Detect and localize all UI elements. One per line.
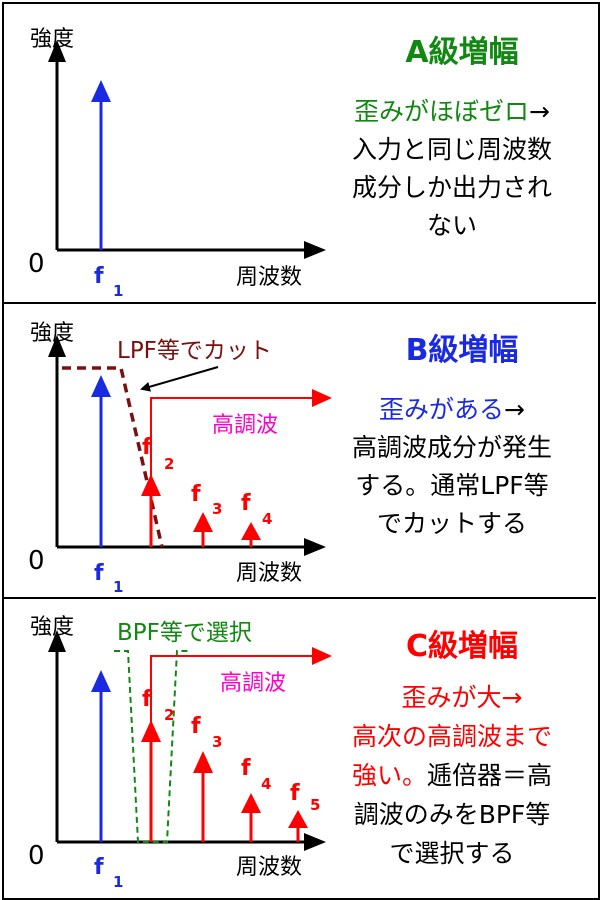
bpf-label: BPF等で選択 (117, 620, 252, 646)
fundamental-arrow-icon (91, 80, 111, 102)
f1-label: f (94, 855, 104, 880)
panel-a: 強度 0 周波数 f 1 A級増幅 歪みがほぼゼロ→ 入力と同じ周波数 成分しか… (28, 27, 552, 300)
f4-subscript: 4 (261, 775, 271, 793)
panel-a-desc-line-1: 歪みがほぼゼロ→ (354, 97, 550, 126)
lpf-pointer-arrow (140, 366, 219, 392)
f3-label: f (191, 482, 201, 507)
y-axis-arrow-icon (48, 335, 66, 357)
f1-label: f (94, 561, 104, 586)
f3-label: f (191, 714, 201, 739)
bpf-response-curve (114, 650, 191, 843)
x-axis-arrow-icon (304, 538, 326, 556)
y-axis-label: 強度 (30, 615, 74, 640)
f2-subscript: 2 (164, 706, 174, 724)
panel-c-desc-line-4: 調波のみをBPF等 (354, 800, 551, 829)
f1-label: f (94, 264, 104, 289)
f3-subscript: 3 (212, 733, 222, 751)
panel-c-desc-line-3: 強い。逓倍器＝高 (352, 761, 552, 790)
panel-divider-2 (2, 597, 596, 599)
harmonic-bracket-arrow-icon (312, 389, 332, 407)
panel-c-desc-line-1: 歪みが大→ (402, 683, 523, 712)
f3-subscript: 3 (212, 500, 222, 518)
panel-b-title: B級増幅 (406, 333, 519, 368)
f4-arrow-icon (241, 793, 261, 813)
panel-c-title: C級増幅 (406, 629, 518, 664)
harmonic-label: 高調波 (212, 413, 278, 438)
f5-label: f (290, 781, 300, 806)
f5-arrow-icon (288, 810, 308, 828)
f2-arrow-icon (141, 720, 161, 742)
origin-zero: 0 (28, 546, 45, 576)
x-axis-arrow-icon (304, 833, 326, 851)
x-axis-label: 周波数 (236, 855, 302, 880)
panel-b: 強度 0 周波数 LPF等でカット 高調波 f 1 f 2 f 3 f 4 B級… (28, 321, 552, 596)
y-axis-label: 強度 (30, 321, 74, 346)
f4-label: f (241, 756, 251, 781)
f1-subscript: 1 (113, 873, 123, 891)
f2-subscript: 2 (164, 455, 174, 473)
x-axis-label: 周波数 (236, 265, 302, 290)
f2-arrow-icon (141, 474, 161, 496)
fundamental-arrow-icon (91, 670, 111, 692)
panel-c-desc-line-2: 高次の高調波まで (352, 722, 552, 751)
f4-label: f (241, 491, 251, 516)
f4-arrow-icon (241, 522, 261, 540)
f5-subscript: 5 (310, 796, 320, 814)
panel-c-desc-line-5: で選択する (389, 839, 514, 868)
panel-b-desc-colored: 歪みがある (379, 395, 504, 424)
y-axis-arrow-icon (48, 40, 66, 62)
harmonic-label: 高調波 (220, 671, 286, 696)
panel-c-desc-red-part: 強い。 (352, 761, 427, 790)
panel-c-desc-black-part: 逓倍器＝高 (427, 761, 552, 790)
panel-b-desc-line-1: 歪みがある→ (379, 395, 525, 424)
f3-arrow-icon (193, 512, 213, 532)
panel-divider-1 (2, 302, 596, 304)
y-axis-label: 強度 (30, 27, 74, 52)
panel-b-desc-line-4: でカットする (377, 509, 527, 538)
f2-label: f (142, 687, 152, 712)
panel-a-desc-colored: 歪みがほぼゼロ (354, 97, 529, 126)
fundamental-arrow-icon (91, 375, 111, 397)
panel-a-desc-line-3: 成分しか出力され (352, 173, 552, 202)
f4-subscript: 4 (262, 510, 272, 528)
origin-zero: 0 (28, 841, 45, 871)
y-axis-arrow-icon (48, 630, 66, 652)
f1-subscript: 1 (113, 578, 123, 596)
panel-a-desc-line-4: ない (427, 211, 477, 240)
panel-a-desc-line-2: 入力と同じ周波数 (352, 135, 552, 164)
panel-c: 強度 0 周波数 BPF等で選択 高調波 f 1 f 2 f 3 f 4 f 5… (28, 615, 552, 891)
panel-b-desc-line-3: する。通常LPF等 (355, 471, 548, 500)
lpf-label: LPF等でカット (117, 338, 272, 364)
panel-a-title: A級増幅 (405, 35, 518, 70)
origin-zero: 0 (28, 249, 45, 279)
f2-label: f (142, 435, 152, 460)
f1-subscript: 1 (113, 282, 123, 300)
f3-arrow-icon (193, 751, 213, 773)
panel-b-desc-line-2: 高調波成分が発生 (352, 433, 552, 462)
x-axis-label: 周波数 (236, 561, 302, 586)
x-axis-arrow-icon (304, 241, 326, 259)
harmonic-bracket-arrow-icon (312, 647, 332, 665)
